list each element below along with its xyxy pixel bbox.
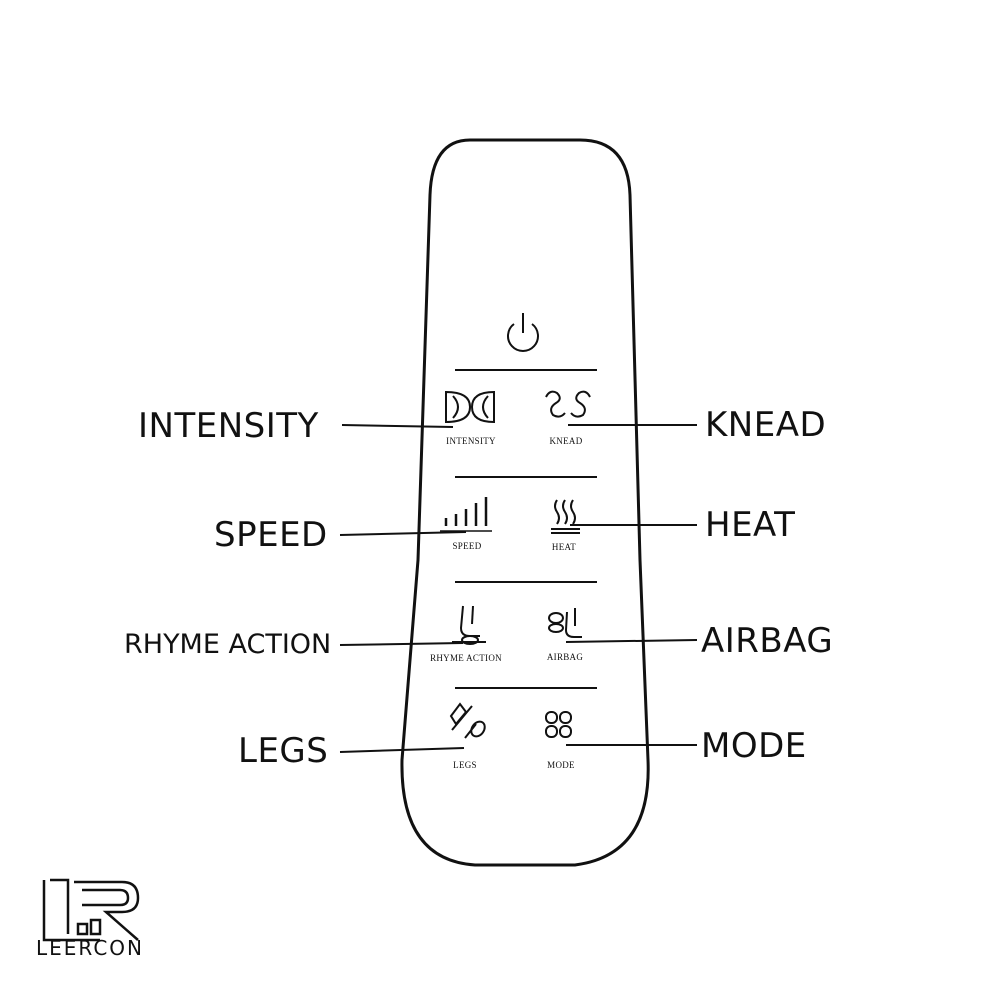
callout-legs: LEGS [238, 731, 329, 771]
button-label-airbag: AIRBAG [546, 652, 584, 662]
leader-airbag [565, 639, 698, 643]
button-label-speed: SPEED [452, 541, 482, 551]
leader-speed [339, 531, 467, 536]
power-icon[interactable] [507, 313, 539, 352]
speed-bars-icon[interactable] [440, 497, 492, 532]
callout-airbag: AIRBAG [701, 621, 834, 661]
leader-rhyme [339, 642, 464, 646]
button-label-mode: MODE [547, 760, 575, 770]
airbag-foot-icon[interactable] [548, 608, 582, 638]
legs-icon[interactable] [449, 702, 488, 739]
button-label-intensity: INTENSITY [446, 436, 496, 446]
intensity-icon[interactable] [445, 390, 495, 424]
button-label-heat: HEAT [551, 542, 577, 552]
callout-knead: KNEAD [705, 405, 827, 445]
callout-speed: SPEED [214, 515, 328, 555]
foot-roller-icon[interactable] [452, 605, 486, 645]
button-label-knead: KNEAD [549, 436, 583, 446]
remote-outline [400, 138, 650, 867]
leercon-logo-mark [42, 878, 140, 942]
button-label-legs: LEGS [453, 760, 477, 770]
brand-name: LEERCON [36, 936, 144, 960]
knead-icon[interactable] [545, 390, 591, 418]
callout-intensity: INTENSITY [138, 406, 319, 446]
button-label-rhyme-action: RHYME ACTION [430, 653, 502, 663]
leader-lines [339, 424, 698, 753]
leader-intensity [341, 424, 454, 428]
mode-flower-icon[interactable] [545, 711, 572, 738]
heat-waves-icon[interactable] [551, 499, 580, 534]
callout-mode: MODE [701, 726, 807, 766]
callout-heat: HEAT [705, 505, 796, 545]
callout-rhyme-action: RHYME ACTION [124, 629, 332, 660]
leader-legs [339, 747, 465, 753]
